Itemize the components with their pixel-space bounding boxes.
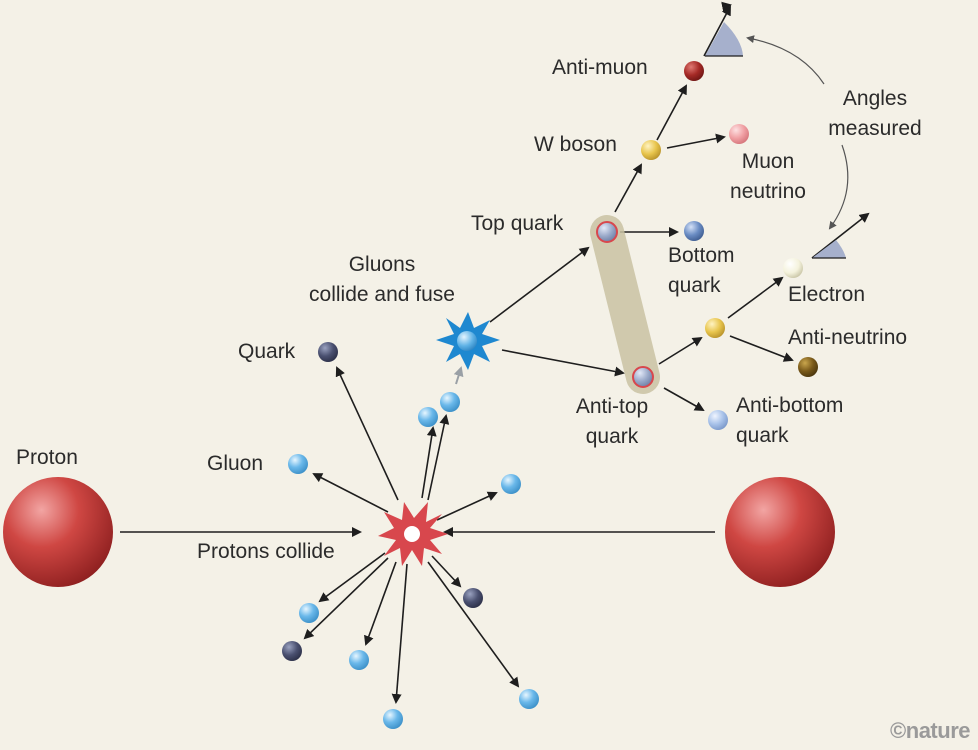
gluon-fusion-arrow [453, 366, 464, 385]
w-boson-upper-particle [641, 140, 661, 160]
anti-bottom-quark-particle [708, 410, 728, 430]
gluon-particle [349, 650, 369, 670]
anti-top-line2: quark [585, 425, 639, 448]
gluons-collide-line2: collide and fuse [309, 283, 455, 306]
bottom-quark-line2: quark [668, 274, 721, 297]
quark-particle [282, 641, 302, 661]
anti-top-quark-label: Anti-top quark [560, 392, 664, 452]
electron-particle [783, 258, 803, 278]
protons-collide-star [378, 502, 448, 566]
bottom-quark-label: Bottom quark [668, 241, 735, 301]
anti-bottom-line1: Anti-bottom [736, 394, 844, 417]
collision-debris-arrows [303, 366, 520, 704]
quark-particle [463, 588, 483, 608]
electron-angle-wedge [812, 240, 846, 258]
bottom-quark-particle [684, 221, 704, 241]
gluon-particle [288, 454, 308, 474]
angles-line2: measured [828, 117, 922, 140]
gluon-label: Gluon [207, 452, 264, 475]
gluons-collide-label: Gluons collide and fuse [282, 250, 482, 310]
proton-label: Proton [16, 446, 78, 469]
w-boson-label: W boson [534, 133, 617, 156]
gluons-collide-line1: Gluons [348, 253, 416, 276]
gluon-particle [383, 709, 403, 729]
gluon-particle [501, 474, 521, 494]
top-antitop-pair-link [590, 215, 660, 394]
decay-arrows [489, 1, 870, 411]
anti-bottom-line2: quark [736, 424, 789, 447]
gluons-fuse-star [436, 312, 500, 370]
muon-neutrino-particle [729, 124, 749, 144]
anti-muon-label: Anti-muon [552, 56, 648, 79]
anti-top-line1: Anti-top [575, 395, 649, 418]
gluon-particle [418, 407, 438, 427]
angles-curve-upper [746, 35, 825, 85]
anti-neutrino-label: Anti-neutrino [788, 326, 908, 349]
w-boson-lower-particle [705, 318, 725, 338]
muon-neutrino-label: Muon neutrino [712, 147, 824, 207]
muon-neutrino-line2: neutrino [730, 180, 806, 203]
anti-muon-particle [684, 61, 704, 81]
proton-left [3, 477, 113, 587]
nature-credit: ©nature [890, 718, 970, 743]
anti-bottom-quark-label: Anti-bottom quark [736, 391, 843, 451]
quark-label: Quark [238, 340, 296, 363]
angles-curve-lower [828, 144, 849, 230]
gluon-particle [519, 689, 539, 709]
bottom-quark-line1: Bottom [668, 244, 735, 267]
protons-collide-label: Protons collide [197, 540, 335, 563]
proton-right [725, 477, 835, 587]
angles-measured-label: Angles measured [810, 84, 940, 144]
anti-top-quark-particle [632, 366, 654, 388]
top-quark-particle [596, 221, 618, 243]
gluon-particle [299, 603, 319, 623]
quark-particle [318, 342, 338, 362]
electron-label: Electron [788, 283, 866, 306]
anti-muon-angle-wedge [705, 22, 743, 56]
angles-line1: Angles [842, 87, 908, 110]
gluon-particle [440, 392, 460, 412]
top-quark-label: Top quark [471, 212, 564, 235]
anti-neutrino-particle [798, 357, 818, 377]
muon-neutrino-line1: Muon [741, 150, 795, 173]
